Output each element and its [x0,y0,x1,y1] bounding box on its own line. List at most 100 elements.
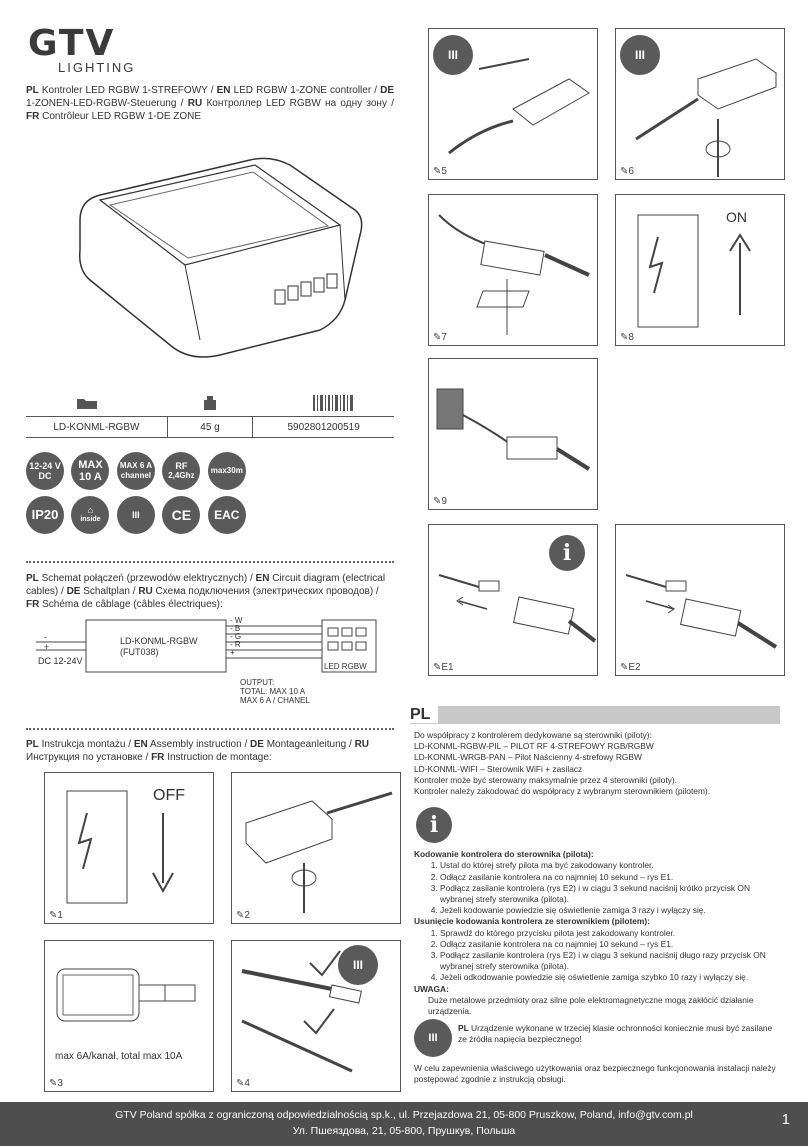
barcode-icon [271,390,394,416]
pl-intro: LD-KONML-WIFI – Sterownik WiFi + zasilac… [414,763,583,774]
uncoding-title: Usunięcie kodowania kontrolera ze sterow… [414,916,650,927]
on-label: ON [726,209,747,225]
product-ean: 5902801200519 [287,421,360,433]
circuit-device-sub: (FUT038) [120,647,159,657]
ce-badge: CE [162,496,201,534]
lang-code: DE [380,85,395,96]
info-icon: i [416,807,452,844]
pl-intro: Kontroler może być sterowany maksymalnie… [414,774,677,785]
footer-address-ru: Ул. Пшеяздова, 21, 05-800, Прушкув, Поль… [292,1125,516,1137]
uncoding-step: Podłącz zasilanie kontrolera (rys E2) i … [440,950,780,972]
divider [26,561,394,563]
uncoding-step: Sprawdź do którego przycisku pilota jest… [440,928,780,939]
install-heading: PL Instrukcja montażu / EN Assembly inst… [26,739,370,763]
lang-code: EN [216,85,231,96]
lang-code: RU [187,98,203,109]
brand-logo: GTV LIGHTING [28,23,148,76]
step-e1-box: i ✎E1 [428,524,598,676]
pl-heading: PL [410,706,439,723]
step-1-label: ✎1 [49,910,63,921]
circuit-device: LD-KONML-RGBW [120,636,198,646]
step-e2-label: ✎E2 [620,662,641,673]
coding-step: Ustal do której strefy pilota ma być zak… [440,860,780,871]
pl-heading-bar: PL [410,706,780,724]
coding-step: Podłącz zasilanie kontrolera (rys E2) i … [440,883,780,905]
step-9-label: ✎9 [433,496,447,507]
house-icon: ⌂ [87,505,94,515]
circuit-minus: - [44,632,47,642]
closing-text: W celu zapewnienia właściwego użytkowani… [414,1063,776,1085]
led-label: LED RGBW [324,662,367,671]
step-7-box: ✎7 [428,194,598,346]
ip20-badge: IP20 [26,496,64,534]
channel-r: - R [230,640,241,649]
pl-intro: Do współpracy z kontrolerem dedykowane s… [414,730,652,740]
step-5-box: III ✎5 [428,28,598,180]
step-3-text: max 6A/kanał, total max 10A [55,1051,183,1062]
schema-heading: PL Schemat połączeń (przewodów elektrycz… [26,573,386,610]
page-number: 1 [781,1111,790,1128]
pl-intro: LD-KONML-RGBW-PIL – PILOT RF 4-STREFOWY … [414,741,654,752]
coding-title: Kodowanie kontrolera do sterownika (pilo… [414,849,594,860]
brand-sub: LIGHTING [58,60,136,75]
class-iii-icon: III [620,35,660,75]
step-e1-label: ✎E1 [433,662,454,673]
product-illustration [78,157,363,358]
spec-table: LD-KONML-RGBW 45 g 5902801200519 [26,390,394,438]
class-iii-icon: III [414,1019,452,1058]
class-iii-badge: III [116,496,155,534]
step-9-box: ✎9 [428,358,598,510]
step-7-label: ✎7 [433,332,447,343]
channel-w: - W [230,616,243,625]
range-badge: max30m [207,452,246,490]
circuit-diagram: LD-KONML-RGBW (FUT038) - + DC 12-24V - W… [26,612,396,712]
divider [26,728,394,730]
class-notice: III PL Urządzenie wykonane w trzeciej kl… [414,1019,780,1058]
inside-badge: ⌂inside [71,496,110,534]
output-label: OUTPUT: [240,678,275,687]
pl-instructions: Do współpracy z kontrolerem dedykowane s… [414,730,780,1086]
title-pl: Kontroler LED RGBW 1-STREFOWY / [41,85,214,96]
output-total: TOTAL: MAX 10 A [240,687,306,696]
title-fr: Contrôleur LED RGBW 1-DE ZONE [42,111,202,122]
class-iii-icon: III [338,945,378,985]
step-8-box: ON ✎8 [615,194,785,346]
step-6-label: ✎6 [620,166,634,177]
step-2-box: ✎2 [231,772,401,924]
coding-step: Jeżeli kodowanie powiedzie się oświetlen… [440,905,780,916]
folder-icon [26,390,149,416]
channel-plus: + [230,648,235,657]
brand-name: GTV [28,23,116,64]
off-label: OFF [153,787,185,804]
coding-step: Odłącz zasilanie kontrolera na co najmni… [440,872,780,883]
info-icon: i [549,535,585,571]
warning-title: UWAGA: [414,983,449,994]
step-e2-box: ✎E2 [615,524,785,676]
title-de: 1-ZONEN-LED-RGBW-Steuerung / [26,98,184,109]
step-5-label: ✎5 [433,166,447,177]
pl-intro: Kontroler należy zakodować do współpracy… [414,786,711,797]
title-ru: Контроллер LED RGBW на одну зону / [206,98,394,109]
output-channel: MAX 6 A / CHANEL [240,696,310,705]
step-2-label: ✎2 [236,910,250,921]
pl-intro: LD-KONML-WRGB-PAN – Pilot Naścienny 4-st… [414,752,642,763]
uncoding-step: Jeżeli odkodowanie powiedzie się oświetl… [440,972,780,983]
step-3-label: ✎3 [49,1078,63,1089]
footer-address: GTV Poland spółka z ograniczoną odpowied… [115,1109,693,1121]
circuit-plus: + [44,642,50,652]
product-code: LD-KONML-RGBW [26,417,168,437]
warning-text: Duże metalowe przedmioty oraz silne pole… [428,994,754,1017]
channel-g: - G [230,632,242,641]
eac-badge: EAC [207,496,246,534]
footer: GTV Poland spółka z ograniczoną odpowied… [0,1102,808,1146]
lang-code: PL [26,85,39,96]
step-4-box: III ✎4 [231,940,401,1092]
step-1-box: OFF ✎1 [44,772,214,924]
title-en: LED RGBW 1-ZONE controller / [233,85,378,96]
product-weight: 45 g [168,417,254,437]
product-title: PL Kontroler LED RGBW 1-STREFOWY / EN LE… [26,84,394,123]
